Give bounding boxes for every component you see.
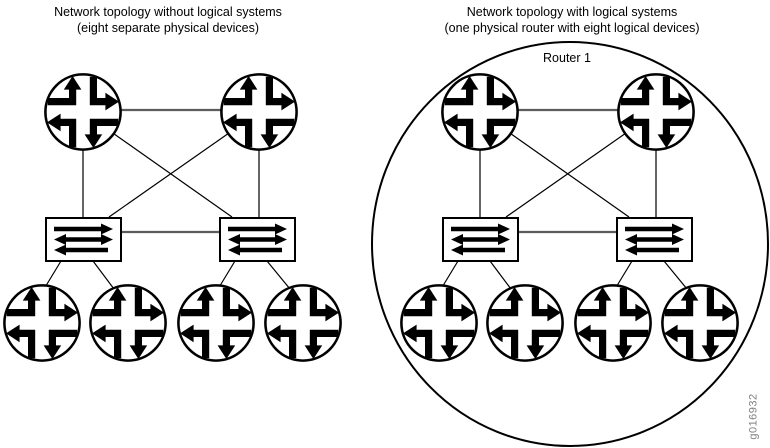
switch-icon <box>617 218 692 261</box>
right-nodes <box>401 74 737 360</box>
right-diagram-title: Network topology with logical systems (o… <box>404 4 740 36</box>
left-title-line2: (eight separate physical devices) <box>76 21 260 35</box>
router-icon <box>265 285 340 360</box>
link-line <box>614 260 633 290</box>
router-icon <box>221 74 296 149</box>
link-line <box>217 260 236 290</box>
router-icon <box>618 74 693 149</box>
link-line <box>489 260 512 290</box>
link-line <box>440 260 459 290</box>
router1-enclosure-ellipse <box>371 41 769 447</box>
link-line <box>663 260 688 290</box>
link-line <box>92 260 115 290</box>
router-icon <box>401 285 476 360</box>
router-icon <box>178 285 253 360</box>
left-diagram-title: Network topology without logical systems… <box>0 4 336 36</box>
switch-icon <box>220 218 295 261</box>
router-icon <box>662 285 737 360</box>
router-icon <box>487 285 562 360</box>
router-icon <box>575 285 650 360</box>
link-line <box>266 260 291 290</box>
figure-id-watermark: g016932 <box>747 393 760 440</box>
router-icon <box>45 74 120 149</box>
router1-label: Router 1 <box>543 51 591 65</box>
left-nodes <box>4 74 340 360</box>
left-title-line1: Network topology without logical systems <box>54 5 282 19</box>
router-icon <box>4 285 79 360</box>
right-title-line2: (one physical router with eight logical … <box>444 21 700 35</box>
switch-icon <box>443 218 518 261</box>
router-icon <box>90 285 165 360</box>
right-title-line1: Network topology with logical systems <box>466 5 678 19</box>
router-icon <box>442 74 517 149</box>
link-line <box>43 260 62 290</box>
switch-icon <box>46 218 121 261</box>
